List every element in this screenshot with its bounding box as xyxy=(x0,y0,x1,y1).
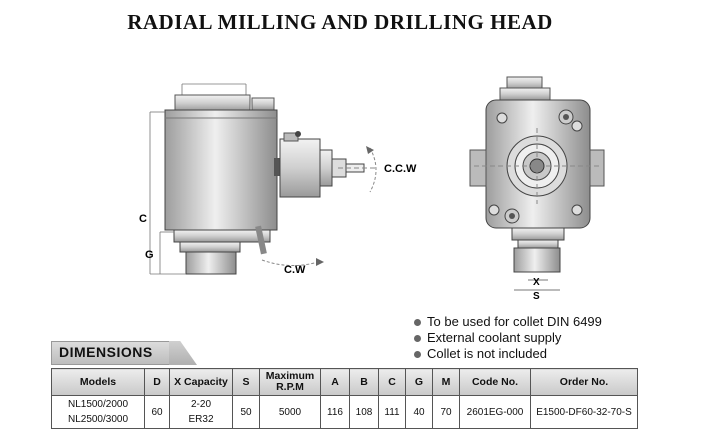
feature-notes: To be used for collet DIN 6499 External … xyxy=(414,314,602,362)
header-code: Code No. xyxy=(459,368,531,396)
cell-order: E1500-DF60-32-70-S xyxy=(530,395,638,429)
header-capacity: X Capacity xyxy=(169,368,233,396)
cell-g: 40 xyxy=(405,395,433,429)
bullet-icon xyxy=(414,334,421,342)
side-view: C G C.C.W C.W xyxy=(139,83,417,276)
page-title: RADIAL MILLING AND DRILLING HEAD xyxy=(127,10,553,34)
bullet-icon xyxy=(414,318,421,326)
label-cw: C.W xyxy=(284,264,306,276)
label-c: C xyxy=(139,213,147,225)
dimensions-heading: DIMENSIONS xyxy=(51,341,197,365)
cell-code: 2601EG-000 xyxy=(459,395,531,429)
note-item: Collet is not included xyxy=(414,346,602,362)
cell-c: 111 xyxy=(378,395,406,429)
header-models: Models xyxy=(51,368,145,396)
note-item: To be used for collet DIN 6499 xyxy=(414,314,602,330)
cell-b: 108 xyxy=(349,395,379,429)
header-c: C xyxy=(378,368,406,396)
header-order: Order No. xyxy=(530,368,638,396)
label-x: X xyxy=(533,277,540,288)
note-item: External coolant supply xyxy=(414,330,602,346)
label-ccw: C.C.W xyxy=(384,163,417,175)
header-g: G xyxy=(405,368,433,396)
header-d: D xyxy=(144,368,170,396)
cell-m: 70 xyxy=(432,395,460,429)
dimensions-table: Models D X Capacity S Maximum R.P.M A B … xyxy=(51,368,638,429)
cell-s: 50 xyxy=(232,395,260,429)
header-rpm: Maximum R.P.M xyxy=(259,368,321,396)
label-g: G xyxy=(145,249,154,261)
technical-drawing: C G C.C.W C.W X S xyxy=(139,76,605,302)
cell-rpm: 5000 xyxy=(259,395,321,429)
header-a: A xyxy=(320,368,350,396)
label-s: S xyxy=(533,291,540,302)
header-m: M xyxy=(432,368,460,396)
front-view: X S xyxy=(469,76,605,302)
cell-d: 60 xyxy=(144,395,170,429)
cell-a: 116 xyxy=(320,395,350,429)
bullet-icon xyxy=(414,350,421,358)
header-b: B xyxy=(349,368,379,396)
header-s: S xyxy=(232,368,260,396)
table-header-row: Models D X Capacity S Maximum R.P.M A B … xyxy=(51,368,638,396)
